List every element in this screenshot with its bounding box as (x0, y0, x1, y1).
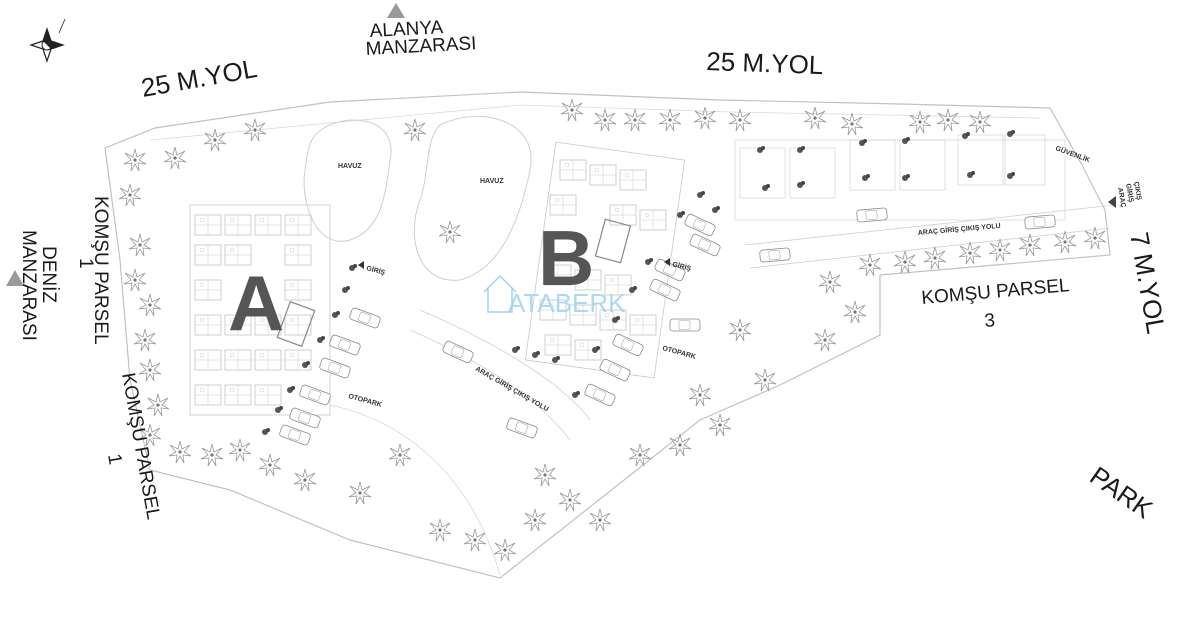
neighbor-parcel-3: KOMŞU PARSEL (921, 275, 1071, 309)
block-a-label: A (228, 259, 284, 347)
view-label-alanya-2: MANZARASI (365, 33, 477, 60)
watermark-text: ATABERK (508, 288, 626, 318)
vehicle-gate-label-2: GİRİŞ (1124, 183, 1135, 203)
vehicle-road-label: ARAÇ GİRİŞ ÇIKIŞ YOLU (474, 365, 550, 413)
road-label-north-left: 25 M.YOL (139, 53, 259, 103)
view-label-sea-1: DENİZ (38, 246, 59, 303)
alanya-view-triangle-icon (387, 3, 405, 18)
parking-a-label: OTOPARK (347, 393, 382, 409)
entrance-b-arrow-icon (664, 258, 670, 266)
view-label-alanya-1: ALANYA (369, 17, 444, 42)
pool-left (303, 119, 392, 242)
neighbor-parcel-1b-num: 1 (103, 452, 126, 466)
neighbor-parcel-1a-num: 1 (75, 258, 96, 269)
neighbor-parcel-1a: KOMŞU PARSEL (90, 196, 111, 345)
pool-label-2: HAVUZ (480, 178, 504, 185)
vehicle-gate-label-3: ÇIKIŞ (1132, 181, 1142, 201)
compass-rose-icon (29, 18, 66, 63)
neighbor-parcel-1b: KOMŞU PARSEL (117, 371, 163, 521)
parking-b-label: OTOPARK (661, 345, 696, 361)
vehicle-road-label-2: ARAÇ GİRİŞ ÇIKIŞ YOLU (917, 222, 1000, 237)
block-b-label: B (538, 214, 594, 302)
entrance-a-label: GİRİŞ (365, 264, 386, 277)
site-boundary (104, 91, 1111, 579)
pool-right (413, 115, 532, 281)
block-a-building (189, 204, 331, 416)
security-label: GÜVENLİK (1054, 143, 1091, 164)
pool-label-1: HAVUZ (338, 163, 362, 170)
road-label-east: 7 M.YOL (1124, 230, 1171, 336)
vehicle-gate-triangle-icon (1108, 196, 1116, 208)
view-label-sea-2: MANZARASI (18, 230, 39, 341)
watermark: ATABERK (483, 274, 626, 318)
road-label-north-right: 25 M.YOL (706, 46, 824, 80)
sea-view-triangle-icon (6, 270, 24, 286)
entrance-a-arrow-icon (358, 261, 364, 269)
villas-row (734, 134, 1066, 221)
parked-cars (278, 207, 1056, 447)
neighbor-parcel-3-num: 3 (984, 310, 996, 332)
vehicle-gate-label-1: ARAÇ (1116, 187, 1126, 208)
park-label: PARK (1085, 460, 1159, 524)
vehicle-road (409, 329, 571, 441)
shrub-rows (262, 130, 1015, 435)
